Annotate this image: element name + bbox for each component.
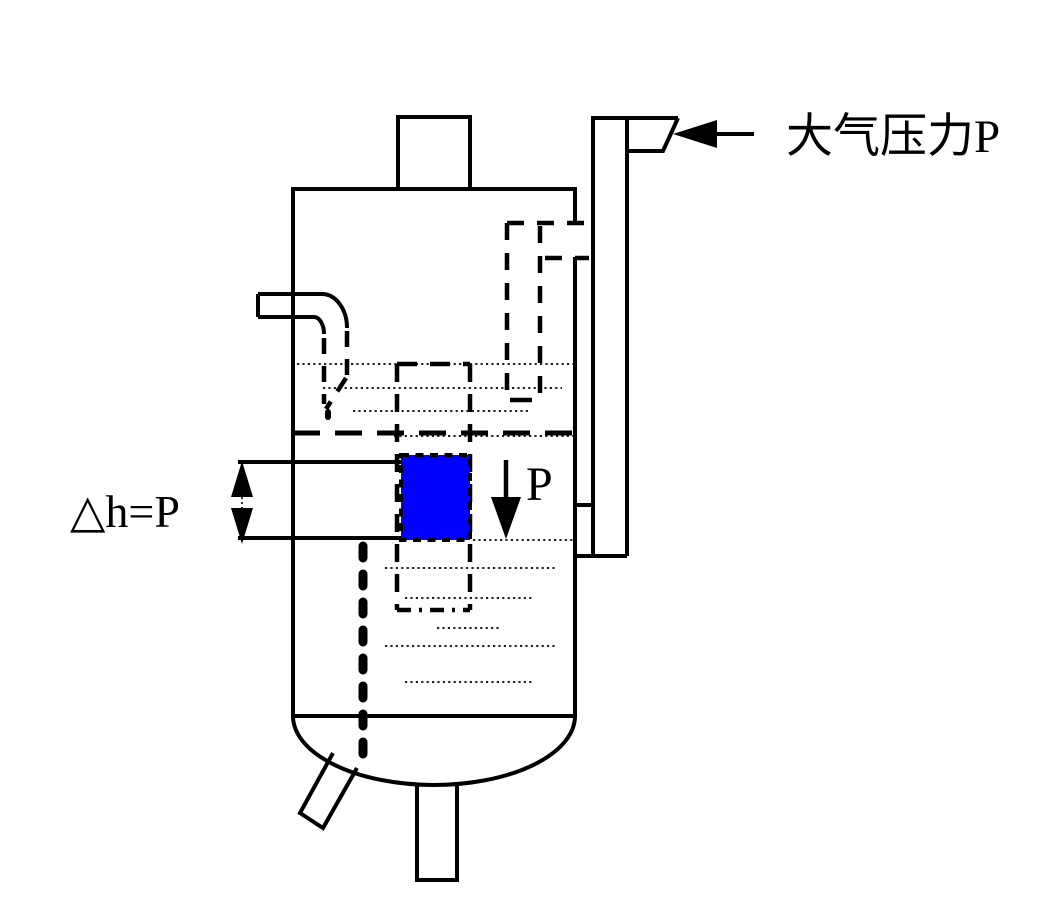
funnel-inlet xyxy=(627,117,680,153)
delta-h-measurement xyxy=(231,460,401,544)
drain-pipe-angled xyxy=(297,752,359,831)
inlet-pipe-left xyxy=(256,292,349,335)
left-arrow-icon xyxy=(673,120,754,148)
down-arrow-icon xyxy=(491,460,521,539)
atmospheric-pressure-label: 大气压力P xyxy=(786,111,1000,163)
liquid-level-dotted-lines xyxy=(297,363,574,683)
delta-h-label: △h=P xyxy=(70,486,180,537)
vessel-body xyxy=(291,187,577,787)
liquid-block xyxy=(399,453,472,542)
inner-tube-dashed xyxy=(504,220,589,397)
outer-pipe-right xyxy=(574,116,678,558)
pressure-p-label: P xyxy=(526,458,553,511)
top-nozzle xyxy=(396,115,472,189)
inlet-pipe-left-submerged xyxy=(321,331,350,411)
bottom-nozzle xyxy=(415,783,459,882)
double-vertical-arrow-icon xyxy=(231,461,253,544)
vessel-bottom-arc xyxy=(291,715,577,787)
